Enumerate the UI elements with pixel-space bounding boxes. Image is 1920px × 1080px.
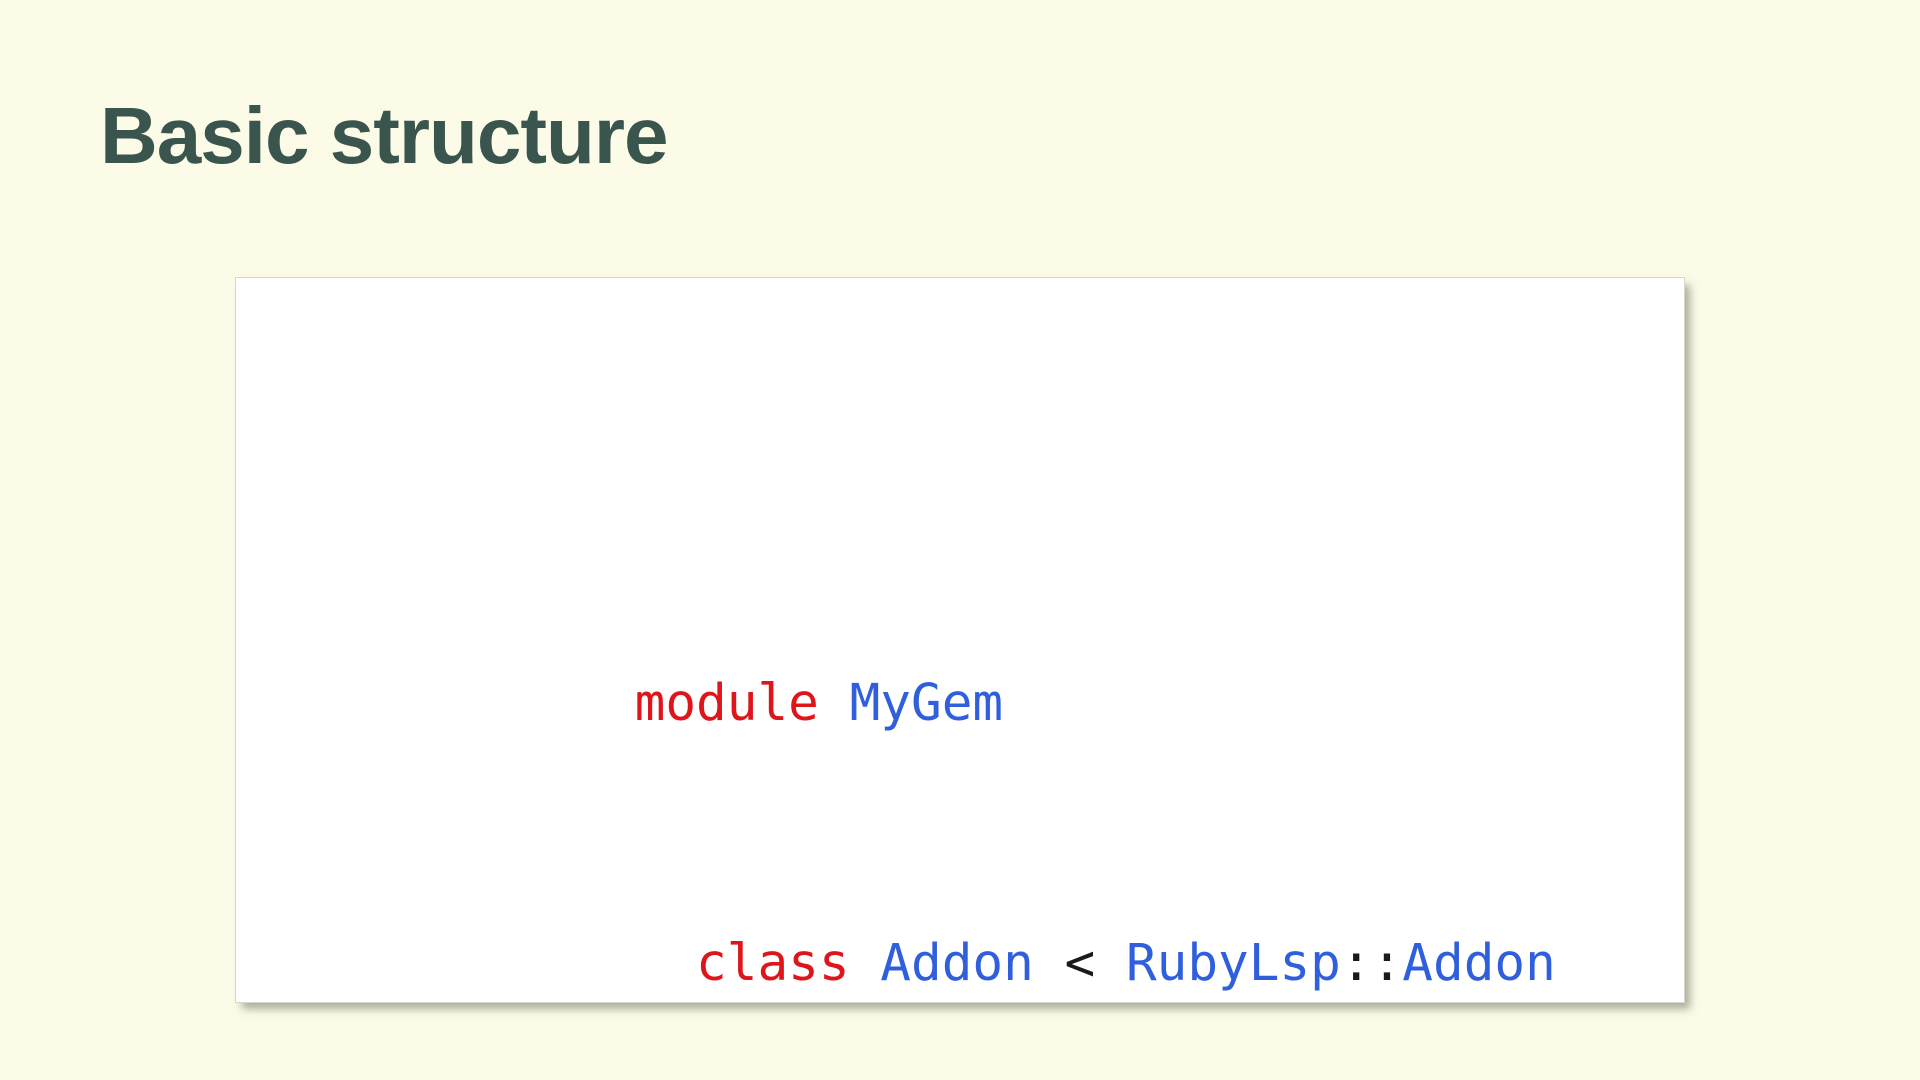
code-block: module MyGem class Addon < RubyLsp::Addo… bbox=[389, 411, 1556, 1080]
code-token: RubyLsp bbox=[1125, 934, 1341, 993]
code-token: class bbox=[634, 934, 881, 993]
slide-title: Basic structure bbox=[100, 91, 668, 180]
code-card: module MyGem class Addon < RubyLsp::Addo… bbox=[235, 277, 1685, 1003]
code-token: Addon bbox=[1402, 934, 1556, 993]
code-line: class Addon < RubyLsp::Addon bbox=[389, 866, 1556, 993]
code-token: < bbox=[1064, 934, 1126, 993]
code-token: module bbox=[634, 674, 850, 733]
code-token: MyGem bbox=[849, 674, 1004, 733]
code-line: module MyGem bbox=[389, 606, 1556, 733]
code-token: Addon bbox=[880, 934, 1065, 993]
code-token: :: bbox=[1340, 934, 1403, 993]
